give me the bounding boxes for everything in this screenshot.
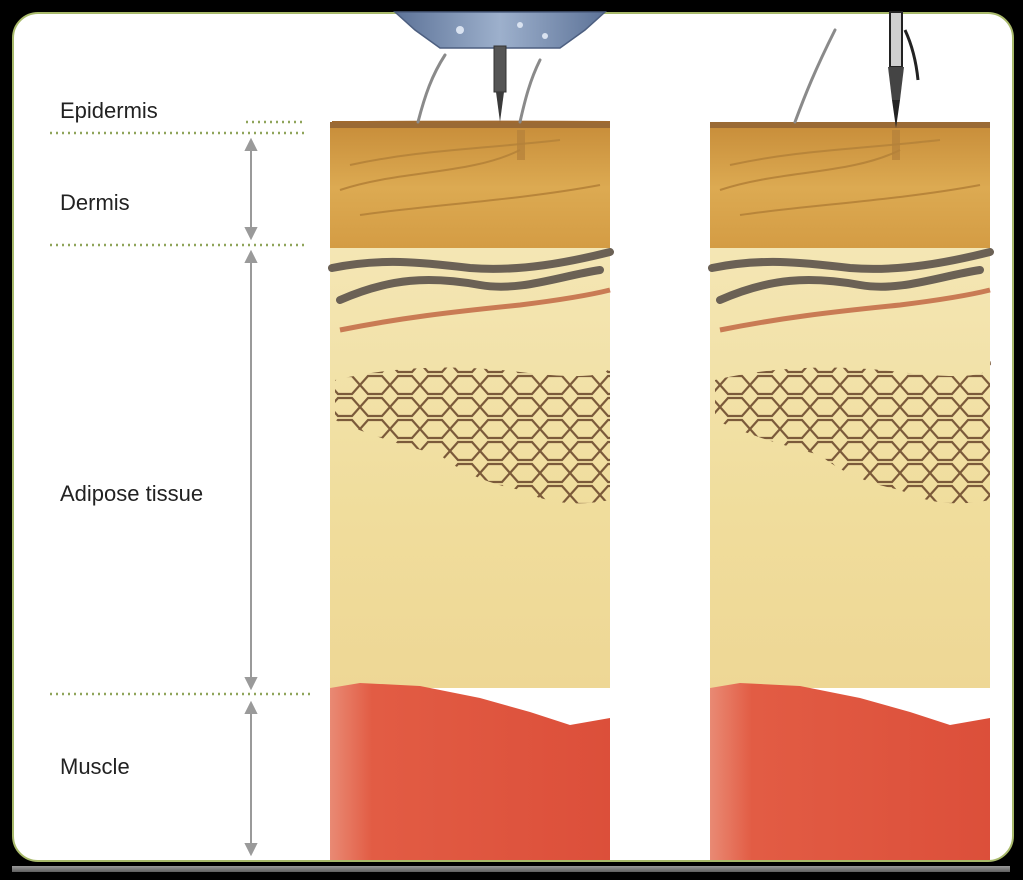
needle-icon — [395, 12, 605, 122]
muscle-layer — [330, 683, 610, 860]
epidermis-layer — [710, 122, 990, 129]
muscle-layer — [710, 683, 990, 860]
thickness-arrows — [246, 140, 256, 854]
layer-guides — [50, 122, 314, 694]
bottom-scroll-strip — [12, 866, 1010, 872]
tissue-column-left — [330, 122, 611, 860]
epidermis-layer — [330, 122, 610, 129]
tissue-column-right — [710, 122, 991, 860]
dermis-layer — [330, 128, 610, 248]
pen-needle-icon — [888, 12, 918, 128]
dermis-layer — [710, 128, 990, 248]
